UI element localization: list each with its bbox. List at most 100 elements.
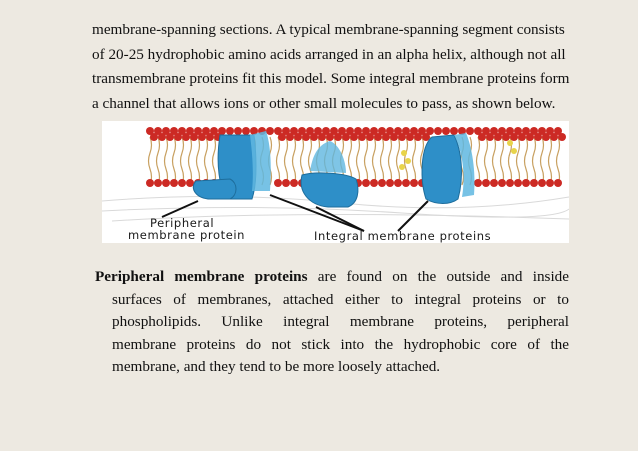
intro-line: membrane-spanning sections. A typical me… [92,21,565,38]
lipid-head [242,127,250,135]
lipid-tail [539,136,545,186]
lipid-tail [195,136,201,186]
lipid-tail [155,136,161,186]
lipid-tail [523,136,529,186]
lipid-head [170,179,178,187]
membrane-diagram: Peripheral membrane protein Integral mem… [102,121,569,243]
lipid-head [410,127,418,135]
membrane-illustration [102,127,569,232]
lipid-tail [211,136,217,186]
lipid-head [234,127,242,135]
lipid-head [170,127,178,135]
lipid-head [510,133,518,141]
lipid-head [478,133,486,141]
lipid-head [474,179,482,187]
paragraph-line: membrane, and they tend to be more loose… [112,358,441,376]
paragraph-line: surfaces of membranes, attached either t… [112,290,569,308]
lipid-head [518,133,526,141]
lipid-tail [171,136,177,186]
lipid-tail [147,136,153,186]
lipid-head [490,127,498,135]
lipid-head [522,179,530,187]
lipid-head [370,179,378,187]
lipid-head [358,133,366,141]
lipid-tail [187,136,193,186]
lipid-head [346,127,354,135]
lipid-head [526,133,534,141]
lipid-head [306,127,314,135]
lipid-head [154,179,162,187]
lipid-tail [499,136,505,186]
lipid-tail [491,136,497,186]
intro-paragraph: membrane-spanning sections. A typical me… [92,18,612,116]
lipid-head [178,179,186,187]
lipid-head [278,133,286,141]
lipid-head [414,133,422,141]
lipid-head [418,127,426,135]
lipid-head [282,179,290,187]
lipid-head [290,127,298,135]
lipid-head [202,127,210,135]
integral-protein-center [300,141,359,208]
lipid-head [546,179,554,187]
lipid-head [406,133,414,141]
lipid-head [494,133,502,141]
lipid-head [490,179,498,187]
lipid-head [282,127,290,135]
lipid-head [422,133,430,141]
lipid-head [174,133,182,141]
intro-line: a channel that allows ions or other smal… [92,94,556,112]
lipid-tail [403,136,409,186]
cholesterol-molecule [399,164,405,170]
intro-line: transmembrane proteins fit this model. S… [92,70,570,87]
lipid-head [378,127,386,135]
paragraph-line: membrane proteins do not stick into the … [112,335,569,353]
lipid-head [326,133,334,141]
lipid-head [274,179,282,187]
lipid-head [542,133,550,141]
cholesterol-molecule [401,150,407,156]
lipid-tail [515,136,521,186]
lipid-head [498,179,506,187]
lipid-tail [283,136,289,186]
lipid-tail [547,136,553,186]
lipid-head [290,179,298,187]
lipid-tail [355,136,361,186]
lipid-head [378,179,386,187]
lipid-head [546,127,554,135]
lipid-head [186,127,194,135]
lipid-head [530,179,538,187]
lipid-head [298,127,306,135]
lipid-head [342,133,350,141]
lipid-head [302,133,310,141]
lipid-head [366,133,374,141]
cholesterol-molecule [405,158,411,164]
lipid-head [442,127,450,135]
integral-protein-right [421,133,475,204]
paragraph-line: phospholipids. Unlike integral membrane … [112,313,569,331]
lipid-head [374,133,382,141]
lipid-head [154,127,162,135]
lipid-tail [555,136,561,186]
lipid-head [398,133,406,141]
lipid-head [522,127,530,135]
lipid-head [450,127,458,135]
lipid-head [198,133,206,141]
lipid-head [178,127,186,135]
lipid-head [538,127,546,135]
lipid-head [162,127,170,135]
pointer-lines [161,194,429,232]
peripheral-term: Peripheral membrane proteins [95,268,308,285]
lipid-head [182,133,190,141]
lipid-head [274,127,282,135]
lipid-head [158,133,166,141]
lipid-head [466,127,474,135]
lipid-head [338,127,346,135]
lipid-head [554,179,562,187]
lipid-head [410,179,418,187]
lipid-head [554,127,562,135]
lipid-head [498,127,506,135]
lipid-head [434,127,442,135]
line-rest: are found on the outside and inside [307,268,570,285]
lipid-head [362,179,370,187]
